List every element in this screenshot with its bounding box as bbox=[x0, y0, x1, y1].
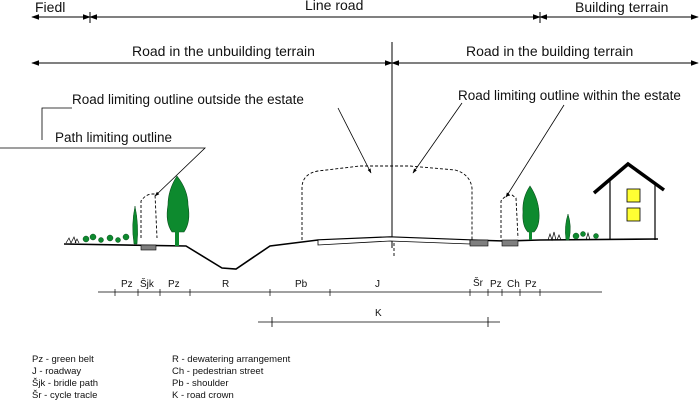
legend-item: J - roadway bbox=[32, 366, 81, 377]
segment-label: R bbox=[222, 279, 229, 290]
limiting-outlines bbox=[140, 165, 519, 258]
field-label: Fiedl bbox=[35, 0, 65, 15]
building-road-label: Road in the building terrain bbox=[466, 43, 633, 59]
building-terrain-label: Building terrain bbox=[575, 0, 668, 15]
legend-item: Šjk - bridle path bbox=[32, 378, 98, 389]
segment-labels: Pz Šjk Pz R Pb J Šr Pz Ch Pz bbox=[121, 276, 537, 290]
crown-label: K bbox=[375, 308, 382, 319]
callout-leaders bbox=[0, 102, 565, 198]
legend-item: K - road crown bbox=[172, 390, 234, 401]
legend-item: Ch - pedestrian street bbox=[172, 366, 264, 377]
legend-item: Šr - cycle tracle bbox=[32, 390, 97, 401]
grass-right-icon bbox=[547, 231, 591, 242]
large-tree-left-icon bbox=[166, 175, 190, 246]
segment-label: J bbox=[375, 279, 380, 290]
within-estate-callout: Road limiting outline within the estate bbox=[458, 88, 681, 103]
top-dimension bbox=[31, 12, 699, 23]
cycle-track-surface bbox=[469, 239, 489, 247]
segment-label: Pz bbox=[490, 279, 502, 290]
legend-item: Pb - shoulder bbox=[172, 378, 229, 389]
cypress-tree-icon bbox=[132, 205, 138, 245]
legend-item: R - dewatering arrangement bbox=[172, 354, 291, 365]
grass-left-icon bbox=[65, 236, 80, 244]
vegetation bbox=[65, 175, 599, 246]
segment-label: Pz bbox=[525, 279, 537, 290]
segment-label: Pz bbox=[121, 279, 133, 290]
small-bushes-right-icon bbox=[565, 213, 599, 241]
house-window-lower bbox=[626, 207, 641, 222]
crown-dimension bbox=[258, 317, 500, 327]
path-outline-callout: Path limiting outline bbox=[55, 130, 172, 145]
segment-label: Pb bbox=[295, 279, 308, 290]
house-window-upper bbox=[626, 188, 641, 203]
segment-dimension bbox=[98, 289, 602, 296]
legend-item: Pz - green belt bbox=[32, 354, 94, 365]
segment-label: Šr bbox=[473, 276, 484, 289]
tree-right-icon bbox=[522, 185, 540, 240]
segment-label: Ch bbox=[507, 279, 520, 290]
segment-label: Pz bbox=[168, 279, 180, 290]
house-icon bbox=[592, 161, 666, 240]
line-road-label: Line road bbox=[305, 0, 363, 13]
bridle-path-surface bbox=[140, 244, 157, 251]
outside-estate-callout: Road limiting outline outside the estate bbox=[72, 92, 304, 107]
unbuilding-road-label: Road in the unbuilding terrain bbox=[132, 43, 315, 59]
small-bushes-left-icon bbox=[82, 233, 130, 243]
pedestrian-street-surface bbox=[501, 239, 519, 247]
segment-label: Šjk bbox=[140, 277, 155, 290]
legend: Pz - green belt J - roadway Šjk - bridle… bbox=[32, 354, 291, 401]
